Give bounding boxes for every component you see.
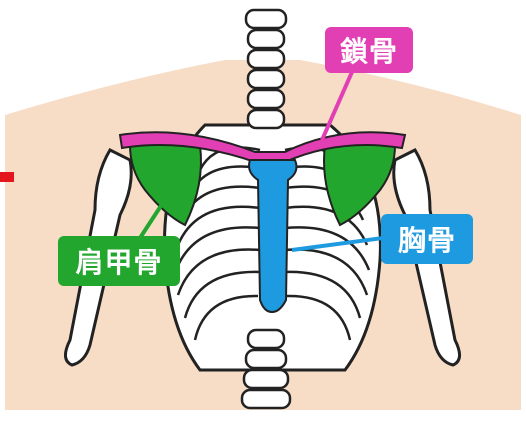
scapula-label: 肩甲骨: [58, 236, 180, 286]
red-marker: [0, 172, 14, 182]
clavicle-label: 鎖骨: [325, 27, 413, 73]
sternum-label: 胸骨: [381, 214, 473, 264]
